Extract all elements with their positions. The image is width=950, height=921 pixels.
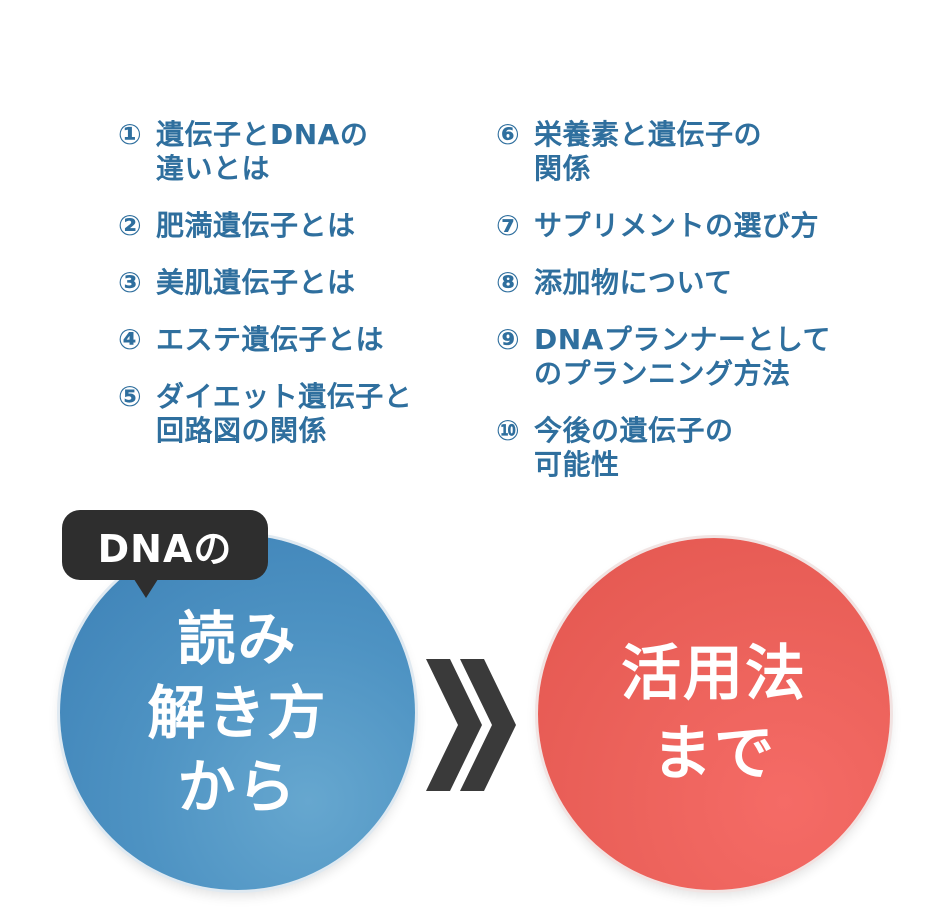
reading-circle: 読み 解き方 から (60, 535, 415, 890)
topic-list-right: ⑥ 栄養素と遺伝子の 関係 ⑦ サプリメントの選び方 ⑧ 添加物について ⑨ D… (496, 118, 936, 505)
list-item: ⑦ サプリメントの選び方 (496, 209, 936, 243)
item-text: ダイエット遺伝子と (156, 380, 413, 413)
list-item: ② 肥満遺伝子とは (118, 209, 478, 243)
list-item: ③ 美肌遺伝子とは (118, 266, 478, 300)
item-text: 遺伝子とDNAの (156, 118, 369, 151)
item-text: 肥満遺伝子とは (156, 209, 356, 242)
item-number: ④ (118, 323, 143, 356)
item-text: 添加物について (534, 266, 733, 299)
item-text: 栄養素と遺伝子の (534, 118, 763, 151)
item-number: ⑨ (496, 323, 521, 356)
list-item: ⑤ ダイエット遺伝子と 回路図の関係 (118, 380, 478, 448)
item-number: ② (118, 209, 143, 242)
item-number: ⑧ (496, 266, 521, 299)
dna-speech-bubble: DNAの (62, 510, 268, 580)
item-number: ① (118, 118, 143, 151)
circle-text-line: から (177, 752, 298, 821)
item-text-cont: 回路図の関係 (156, 414, 328, 447)
item-text-cont: のプランニング方法 (534, 357, 791, 390)
circle-text-line: 活用法 (621, 639, 807, 709)
item-text: サプリメントの選び方 (534, 209, 820, 242)
item-text: エステ遺伝子とは (156, 323, 385, 356)
item-number: ⑤ (118, 380, 143, 413)
item-number: ⑥ (496, 118, 521, 151)
double-chevron-right-icon (426, 659, 516, 791)
speech-bubble-tail (132, 576, 160, 598)
item-number: ⑩ (496, 414, 521, 447)
list-item: ⑥ 栄養素と遺伝子の 関係 (496, 118, 936, 186)
item-text-cont: 可能性 (534, 448, 620, 481)
topic-list-left: ① 遺伝子とDNAの 違いとは ② 肥満遺伝子とは ③ 美肌遺伝子とは ④ エス… (118, 118, 478, 471)
list-item: ⑨ DNAプランナーとして のプランニング方法 (496, 323, 936, 391)
circle-text-line: 解き方 (147, 678, 328, 747)
item-number: ③ (118, 266, 143, 299)
item-text-cont: 関係 (534, 152, 592, 185)
circle-text-line: 読み (177, 604, 298, 673)
list-item: ① 遺伝子とDNAの 違いとは (118, 118, 478, 186)
item-text-cont: 違いとは (156, 152, 271, 185)
application-circle: 活用法 まで (538, 538, 890, 890)
list-item: ④ エステ遺伝子とは (118, 323, 478, 357)
item-text: DNAプランナーとして (534, 323, 832, 356)
list-item: ⑧ 添加物について (496, 266, 936, 300)
item-number: ⑦ (496, 209, 521, 242)
list-item: ⑩ 今後の遺伝子の 可能性 (496, 414, 936, 482)
circle-text-line: まで (652, 719, 776, 789)
item-text: 美肌遺伝子とは (156, 266, 356, 299)
item-text: 今後の遺伝子の (534, 414, 734, 447)
